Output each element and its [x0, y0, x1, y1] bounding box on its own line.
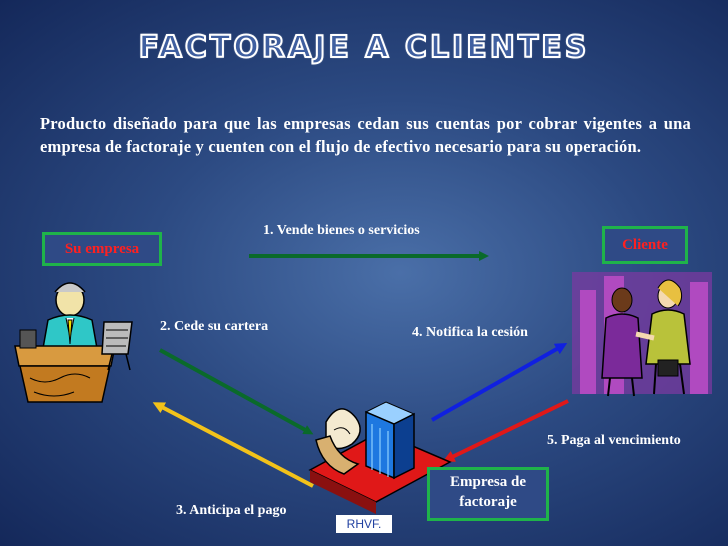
business-people-icon — [572, 272, 712, 397]
node-empresa-factoraje: Empresa de factoraje — [427, 467, 549, 521]
slide-title: FACTORAJE A CLIENTES — [138, 29, 590, 66]
node-su-empresa: Su empresa — [42, 232, 162, 266]
step-5-label: 5. Paga al vencimiento — [547, 433, 681, 448]
arrow-cede — [159, 348, 314, 435]
author-credit: RHVF. — [336, 515, 392, 533]
step-2-label: 2. Cede su cartera — [160, 319, 269, 334]
description-paragraph: Producto diseñado para que las empresas … — [40, 114, 691, 156]
step-4-label: 4. Notifica la cesión — [412, 325, 528, 340]
arrow-anticipa — [152, 402, 314, 488]
arrow-notifica — [431, 343, 568, 422]
node-empresa-factoraje-line2: factoraje — [459, 494, 517, 510]
factoring-building-icon — [308, 401, 452, 514]
office-worker-icon — [14, 282, 133, 403]
node-cliente: Cliente — [602, 226, 688, 264]
step-3-label: 3. Anticipa el pago — [176, 503, 287, 518]
step-1-label: 1. Vende bienes o servicios — [263, 223, 420, 238]
node-empresa-factoraje-line1: Empresa de — [450, 474, 526, 490]
arrow-paga — [442, 399, 569, 462]
